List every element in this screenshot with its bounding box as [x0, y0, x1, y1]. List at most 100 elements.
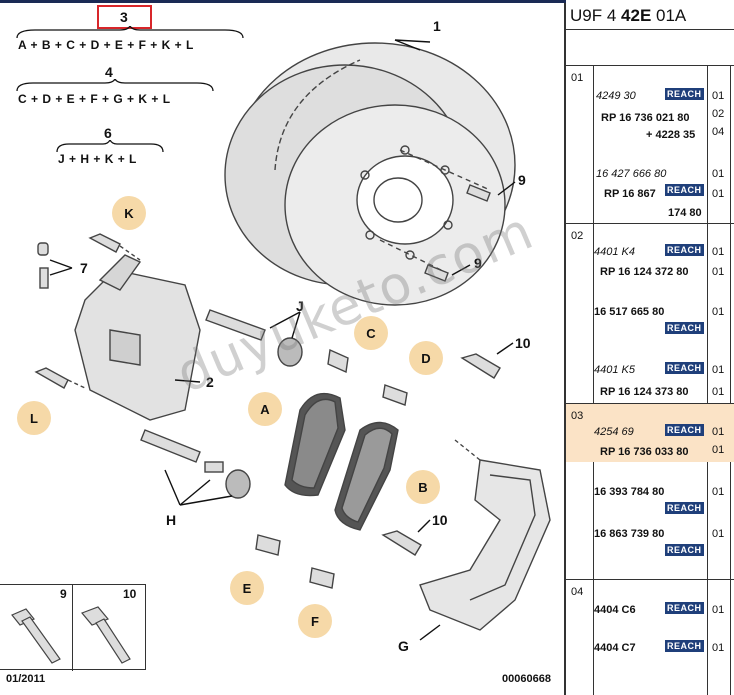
- group-number: 04: [571, 586, 584, 598]
- callout-7[interactable]: 7: [80, 260, 88, 276]
- callout-1[interactable]: 1: [433, 18, 441, 34]
- clip-e-drawing: [255, 534, 281, 556]
- reach-badge: REACH: [665, 88, 704, 100]
- column-divider-mid: [707, 66, 708, 695]
- reach-badge: REACH: [665, 244, 704, 256]
- formula-brace-4: [16, 79, 214, 92]
- callout-10-lower[interactable]: 10: [432, 512, 448, 528]
- inset-label-9: 9: [60, 587, 67, 601]
- badge-c[interactable]: C: [354, 316, 388, 350]
- panel-title: U9F 4 42E 01A: [566, 0, 734, 30]
- guide-pin-h-drawing: [140, 429, 251, 506]
- part-qty: 01: [712, 426, 725, 438]
- part-ref[interactable]: 4404 C7: [594, 642, 636, 654]
- part-qty: 04: [712, 126, 725, 138]
- badge-d[interactable]: D: [409, 341, 443, 375]
- part-qty: 01: [712, 188, 725, 200]
- part-ref[interactable]: 4254 69: [594, 426, 634, 438]
- bolt-10-upper-drawing: [460, 342, 514, 379]
- part-ref[interactable]: 16 517 665 80: [594, 306, 665, 318]
- panel-subheader: [566, 30, 734, 66]
- guide-pin-j-drawing: [205, 309, 303, 367]
- top-rule: [0, 0, 566, 3]
- part-ref[interactable]: 4401 K4: [594, 246, 635, 258]
- callout-9-lower[interactable]: 9: [474, 255, 482, 271]
- part-ref[interactable]: 16 427 666 80: [596, 168, 667, 180]
- reach-badge: REACH: [665, 362, 704, 374]
- part-qty: 01: [712, 604, 725, 616]
- part-ref[interactable]: 16 393 784 80: [594, 486, 665, 498]
- part-qty: 01: [712, 386, 725, 398]
- part-qty: 02: [712, 108, 725, 120]
- inset-divider: [72, 585, 73, 671]
- formula-brace-3: [16, 26, 244, 39]
- bolt-l-drawing: [34, 367, 86, 389]
- clip-c-drawing: [327, 348, 349, 374]
- part-ref[interactable]: RP 16 867: [604, 188, 656, 200]
- reach-badge: REACH: [665, 184, 704, 196]
- part-qty: 01: [712, 168, 725, 180]
- inset-drawing: [11, 606, 131, 664]
- part-ref[interactable]: 4404 C6: [594, 604, 636, 616]
- bleed-screw-drawing: [37, 242, 73, 289]
- reach-badge: REACH: [665, 544, 704, 556]
- badge-l[interactable]: L: [17, 401, 51, 435]
- reach-badge: REACH: [665, 322, 704, 334]
- formula-number-3[interactable]: 3: [120, 9, 128, 25]
- exploded-diagram: 3 A + B + C + D + E + F + K + L 4 C + D …: [0, 0, 566, 695]
- formula-number-6[interactable]: 6: [104, 125, 112, 141]
- badge-f[interactable]: F: [298, 604, 332, 638]
- badge-k[interactable]: K: [112, 196, 146, 230]
- parts-panel: U9F 4 42E 01A 01 4249 30 REACH 01 RP 16 …: [566, 0, 734, 695]
- panel-title-suffix: 01A: [651, 6, 687, 25]
- part-ref[interactable]: RP 16 736 033 80: [600, 446, 689, 458]
- column-divider-right: [730, 66, 731, 695]
- part-ref[interactable]: RP 16 736 021 80: [601, 112, 690, 124]
- bolt-10-lower-drawing: [381, 519, 431, 556]
- part-qty: 01: [712, 642, 725, 654]
- part-ref[interactable]: 4401 K5: [594, 364, 635, 376]
- selected-row-highlight: [566, 404, 734, 462]
- parts-group-02[interactable]: 02 4401 K4 REACH 01 RP 16 124 372 80 01 …: [566, 224, 734, 404]
- caliper-drawing: [74, 254, 201, 421]
- part-qty: 01: [712, 528, 725, 540]
- callout-h[interactable]: H: [166, 512, 177, 528]
- part-ref[interactable]: + 4228 35: [646, 129, 696, 141]
- brake-disc-drawing: [224, 39, 516, 306]
- part-qty: 01: [712, 90, 725, 102]
- group-number: 01: [571, 72, 584, 84]
- callout-g[interactable]: G: [398, 638, 409, 654]
- formula-brace-6: [56, 140, 164, 153]
- carrier-g-drawing: [419, 439, 551, 641]
- badge-e[interactable]: E: [230, 571, 264, 605]
- part-ref[interactable]: 16 863 739 80: [594, 528, 665, 540]
- part-ref[interactable]: 174 80: [668, 207, 702, 219]
- diagram-code: 00060668: [502, 673, 551, 685]
- parts-drawing: [34, 39, 551, 641]
- clip-f-drawing: [309, 567, 335, 589]
- diagram-date: 01/2011: [6, 673, 46, 685]
- part-ref[interactable]: 4249 30: [596, 90, 636, 102]
- formula-parts-6: J + H + K + L: [58, 152, 137, 166]
- part-ref[interactable]: RP 16 124 372 80: [600, 266, 689, 278]
- pad-b-drawing: [334, 421, 399, 531]
- callout-9-upper[interactable]: 9: [518, 172, 526, 188]
- part-ref[interactable]: RP 16 124 373 80: [600, 386, 689, 398]
- badge-b[interactable]: B: [406, 470, 440, 504]
- callout-10-upper[interactable]: 10: [515, 335, 531, 351]
- reach-badge: REACH: [665, 602, 704, 614]
- reach-badge: REACH: [665, 502, 704, 514]
- part-qty: 01: [712, 444, 725, 456]
- part-qty: 01: [712, 246, 725, 258]
- part-qty: 01: [712, 364, 725, 376]
- formula-parts-3: A + B + C + D + E + F + K + L: [18, 38, 194, 52]
- badge-a[interactable]: A: [248, 392, 282, 426]
- parts-group-01[interactable]: 01 4249 30 REACH 01 RP 16 736 021 80 02 …: [566, 66, 734, 224]
- inset-label-10: 10: [123, 587, 137, 601]
- selected-formula-highlight: [97, 5, 152, 29]
- callout-2[interactable]: 2: [206, 374, 214, 390]
- callout-j[interactable]: J: [296, 298, 304, 314]
- parts-group-03[interactable]: 03 4254 69 REACH 01 RP 16 736 033 80 01 …: [566, 404, 734, 580]
- formula-number-4[interactable]: 4: [105, 64, 113, 80]
- parts-group-04[interactable]: 04 4404 C6 REACH 01 4404 C7 REACH 01: [566, 580, 734, 695]
